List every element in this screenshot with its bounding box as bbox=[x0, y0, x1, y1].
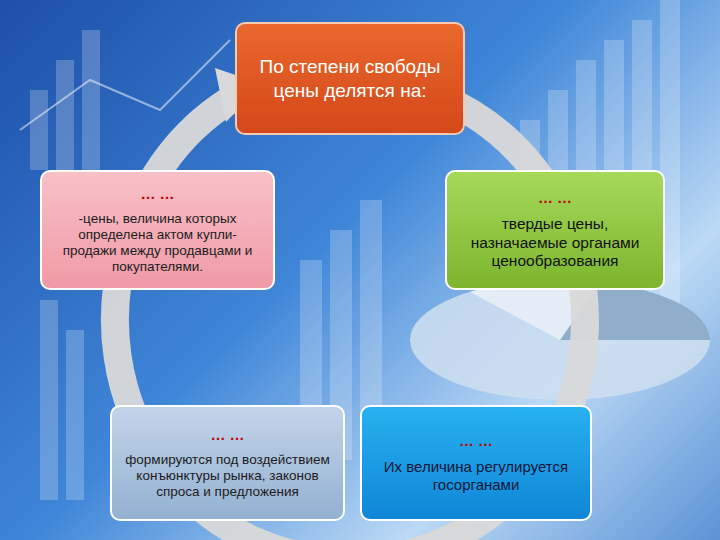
category-box: … … -цены, величина которых определена ак… bbox=[40, 170, 275, 290]
category-box: … … твердые цены, назначаемые органами це… bbox=[445, 170, 665, 290]
placeholder-dots: … … bbox=[210, 426, 244, 444]
definition-text: формируются под воздействием конъюнктуры… bbox=[122, 452, 333, 501]
placeholder-dots: … … bbox=[459, 432, 493, 450]
placeholder-dots: … … bbox=[538, 189, 572, 207]
category-box: … … Их величина регулируется госорганами bbox=[360, 405, 592, 521]
placeholder-dots: … … bbox=[140, 185, 174, 203]
definition-text: -цены, величина которых определена актом… bbox=[52, 211, 263, 276]
heading-text: По степени свободы цены делятся на: bbox=[247, 55, 453, 103]
definition-text: твердые цены, назначаемые органами ценоо… bbox=[457, 215, 653, 271]
title-box: По степени свободы цены делятся на: bbox=[235, 22, 465, 135]
definition-text: Их величина регулируется госорганами bbox=[372, 458, 580, 494]
category-box: … … формируются под воздействием конъюнкт… bbox=[110, 405, 345, 521]
